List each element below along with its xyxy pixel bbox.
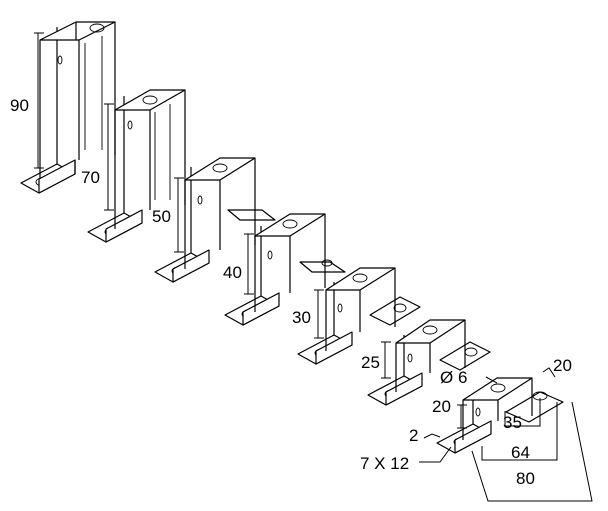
height-dimension-h90 <box>34 32 44 169</box>
inner-width-label: 35 <box>503 413 522 432</box>
thickness-label: 2 <box>409 426 418 445</box>
overall-length-dimension <box>471 401 593 502</box>
overall-length-label: 80 <box>516 469 535 488</box>
bracket-h20 <box>436 377 564 454</box>
height-dimension-h50 <box>174 177 184 253</box>
height-label-h90: 90 <box>10 96 29 115</box>
outer-width-label: 64 <box>511 443 530 462</box>
height-label-h40: 40 <box>223 263 242 282</box>
height-label-h50: 50 <box>152 207 171 226</box>
flange-width-dimension <box>542 367 556 378</box>
flange-width-label: 20 <box>553 356 572 375</box>
height-label-h30: 30 <box>292 308 311 327</box>
bracket-h50 <box>154 157 276 283</box>
slot-leader <box>419 446 452 463</box>
inner-width-dimension <box>504 398 541 427</box>
bracket-h70 <box>87 89 186 243</box>
height-dimension-h70 <box>104 103 114 211</box>
outer-width-dimension <box>481 402 558 461</box>
slot-size-label: 7 X 12 <box>360 454 409 473</box>
bracket-h30 <box>297 267 421 365</box>
height-label-h70: 70 <box>81 168 100 187</box>
height-dimension-h30 <box>314 289 324 339</box>
height-label-h25: 25 <box>361 353 380 372</box>
detail-dimensions <box>419 367 593 502</box>
height-label-h20: 20 <box>432 397 451 416</box>
bracket-h40 <box>224 213 346 326</box>
bracket-h90 <box>20 21 116 194</box>
bracket-h25 <box>367 319 491 406</box>
thickness-leader <box>423 433 441 439</box>
hole-leader <box>485 376 498 384</box>
hole-diameter-label: Ø 6 <box>440 368 467 387</box>
height-dimension-h25 <box>381 341 391 379</box>
height-dimension-h40 <box>244 233 254 295</box>
